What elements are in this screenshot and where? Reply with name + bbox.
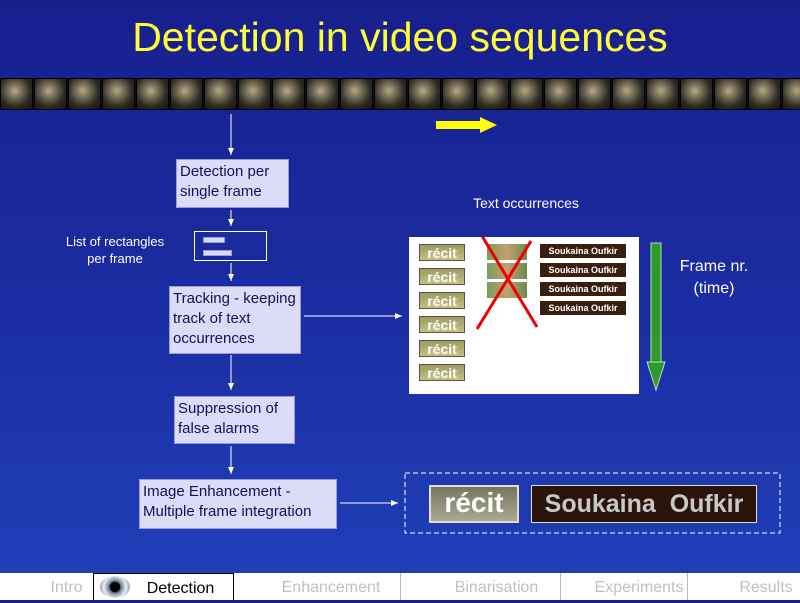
enhanced-recit-image: récit [429,485,519,523]
false-alarm-cross-icon [475,237,539,330]
recit-thumbnail: récit [419,268,465,285]
recit-thumbnail: récit [419,364,465,381]
recit-thumbnail: récit [419,316,465,333]
video-frame-thumbnail [748,78,781,110]
video-frame-thumbnail [476,78,509,110]
video-frame-thumbnail [578,78,611,110]
detection-per-frame-box: Detection per single frame [176,159,289,208]
tab-results[interactable]: Results [739,579,793,596]
rect-item [203,250,232,256]
false-alarm-thumbnail [487,244,527,260]
recit-thumbnail: récit [419,340,465,357]
video-frame-thumbnail [680,78,713,110]
video-frame-thumbnail [544,78,577,110]
video-frame-thumbnail [306,78,339,110]
video-frame-thumbnail [714,78,747,110]
suppression-box: Suppression of false alarms [174,396,295,444]
video-frame-thumbnail [170,78,203,110]
frame-time-arrow-shaft [650,242,662,364]
result-dashed-frame [404,472,781,534]
name-thumbnail: Soukaina Oufkir [540,301,626,315]
rect-list-label: List of rectangles per frame [65,234,165,266]
occurrence-column-recit: récit récit récit récit récit récit [419,244,465,388]
name-thumbnail: Soukaina Oufkir [540,282,626,296]
video-frame-thumbnail [510,78,543,110]
tab-binarisation[interactable]: Binarisation [401,573,561,600]
page-title: Detection in video sequences [132,14,668,60]
enhancement-box: Image Enhancement - Multiple frame integ… [139,479,337,529]
video-frame-thumbnail [102,78,135,110]
video-frame-thumbnail [238,78,271,110]
tab-detection[interactable]: Detection [93,573,234,600]
eye-icon [100,576,130,598]
video-frame-thumbnail [782,78,800,110]
recit-thumbnail: récit [419,244,465,261]
video-frame-thumbnail [646,78,679,110]
video-frame-thumbnail [374,78,407,110]
video-frame-thumbnail [612,78,645,110]
video-frame-thumbnail [136,78,169,110]
video-frame-thumbnail [408,78,441,110]
frame-time-arrow-icon [646,361,666,392]
rect-item [203,237,225,243]
tab-experiments[interactable]: Experiments [561,573,688,600]
video-frame-thumbnail [0,78,33,110]
tab-detection-label: Detection [146,580,215,597]
tab-enhancement[interactable]: Enhancement [234,573,401,600]
occurrence-column-name: Soukaina Oufkir Soukaina Oufkir Soukaina… [540,244,626,320]
recit-thumbnail: récit [419,292,465,309]
video-frame-thumbnail [442,78,475,110]
video-frame-thumbnail [340,78,373,110]
video-frame-thumbnail [68,78,101,110]
video-filmstrip [0,78,800,110]
false-alarm-thumbnail [487,263,527,279]
text-occurrences-label: Text occurrences [473,195,579,211]
frame-time-label: Frame nr. (time) [679,258,749,297]
video-frame-thumbnail [34,78,67,110]
section-nav: Intro Detection Enhancement Binarisation… [0,573,800,600]
forward-arrow-icon [480,117,497,133]
name-thumbnail: Soukaina Oufkir [540,244,626,258]
video-frame-thumbnail [204,78,237,110]
video-frame-thumbnail [272,78,305,110]
enhanced-name-image: Soukaina Oufkir [531,485,757,523]
tab-intro[interactable]: Intro [0,573,94,600]
name-thumbnail: Soukaina Oufkir [540,263,626,277]
tracking-box: Tracking - keeping track of text occurre… [169,286,301,354]
rect-list-box [194,231,267,261]
occurrences-panel: récit récit récit récit récit récit Souk… [409,237,639,394]
